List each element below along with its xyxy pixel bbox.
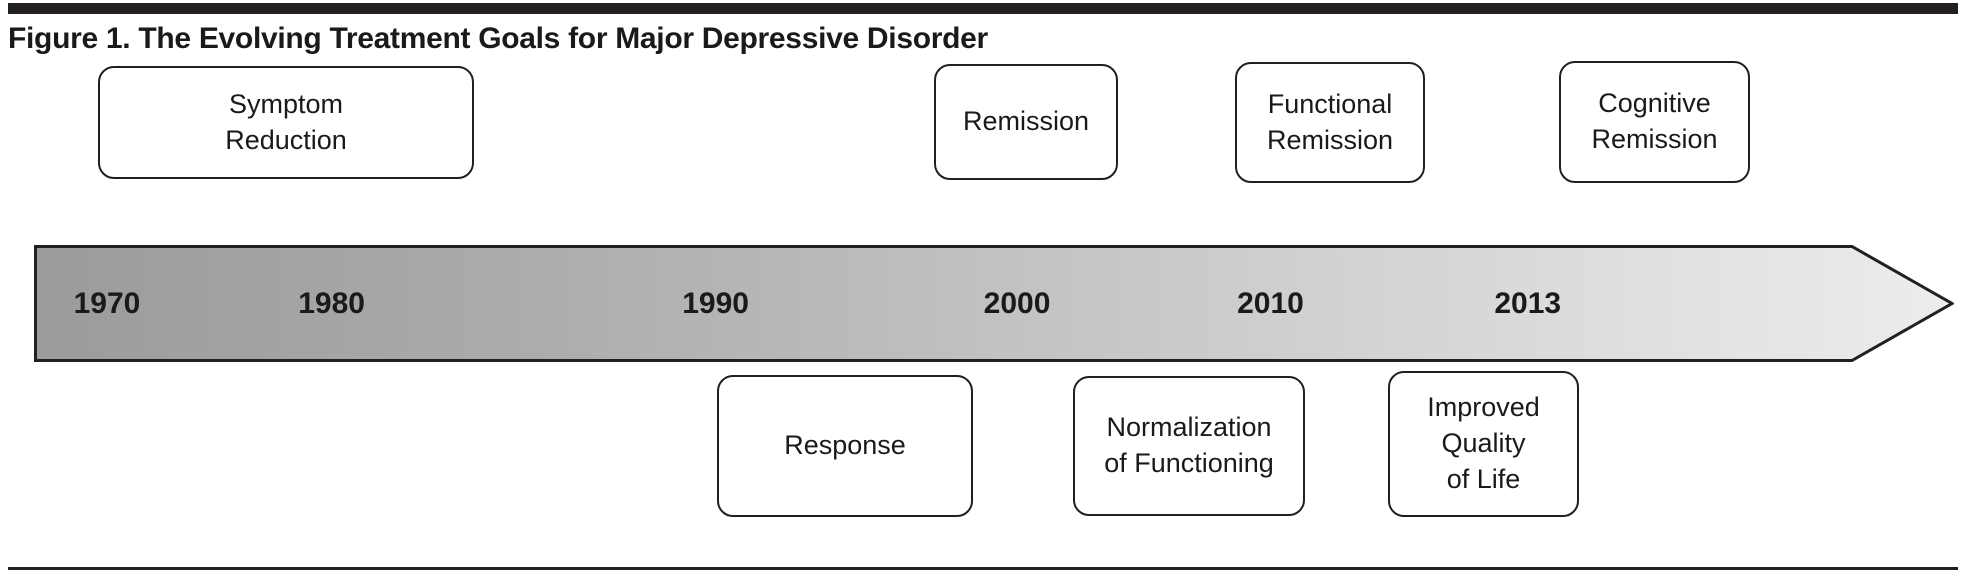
bottom-horizontal-rule — [8, 567, 1958, 570]
goal-box-remission: Remission — [934, 64, 1118, 180]
top-horizontal-rule — [8, 3, 1958, 14]
page-title: Figure 1. The Evolving Treatment Goals f… — [8, 22, 988, 55]
timeline-arrow — [34, 245, 1954, 362]
goal-box-response: Response — [717, 375, 973, 517]
goal-box-label: Remission — [962, 106, 1090, 137]
goal-box-label: Response — [784, 430, 906, 461]
